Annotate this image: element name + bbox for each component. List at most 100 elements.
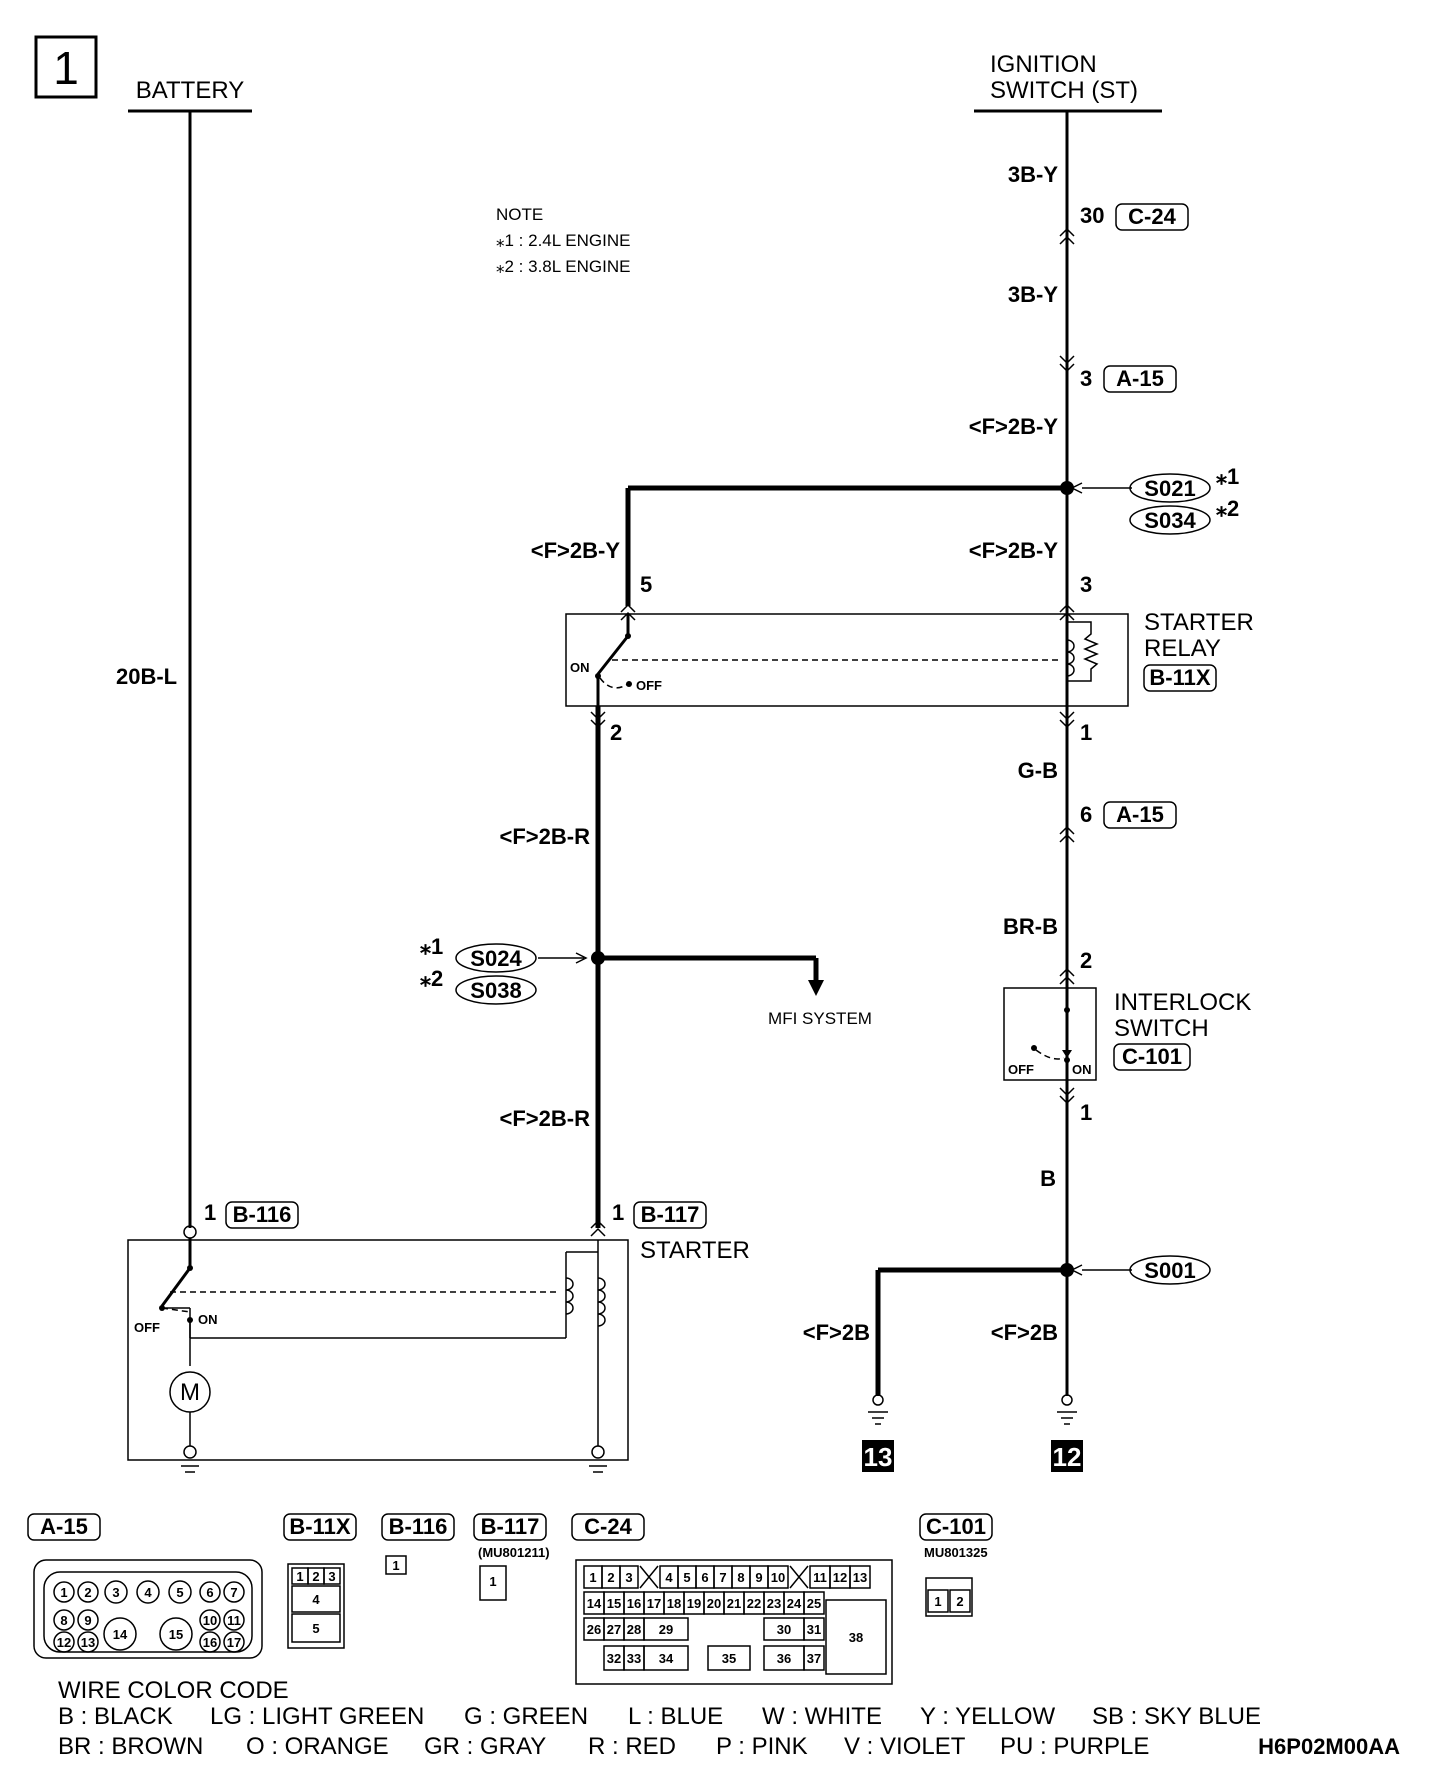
wire-label-relay-left: <F>2B-Y (531, 538, 621, 563)
c24-ref: C-24 (1128, 204, 1176, 229)
view-b11x-pin-4: 4 (312, 1592, 320, 1607)
starter-conn-b117 (590, 1219, 606, 1237)
note-line-2: ⁎2 : 3.8L ENGINE (496, 257, 630, 276)
starter-box (127, 1239, 629, 1461)
ground-12-symbol (1057, 1411, 1077, 1425)
view-a15-pin-8-circle (53, 1609, 75, 1631)
view-c24-pin-23: 23 (767, 1596, 781, 1611)
connector-mark-c24 (1059, 227, 1075, 245)
page-number: 1 (53, 42, 79, 94)
ground-12-terminal (1061, 1394, 1073, 1406)
view-a15-pin-3: 3 (112, 1585, 119, 1600)
view-c24-pin-16: 16 (627, 1596, 641, 1611)
view-c24-pin-7: 7 (719, 1570, 726, 1585)
splice-s021-dot (1060, 481, 1074, 495)
view-c24-pin-18: 18 (667, 1596, 681, 1611)
b117-pin: 1 (612, 1200, 624, 1225)
relay-on-label: ON (570, 660, 590, 675)
interlock-off-contact (1031, 1045, 1037, 1051)
relay-ref: B-11X (1149, 665, 1210, 690)
view-b116-pin-box (385, 1555, 407, 1575)
view-c24-pin-34-box (643, 1645, 689, 1671)
view-a15-pin-4: 4 (144, 1585, 152, 1600)
c24-pin: 30 (1080, 203, 1104, 228)
interlock-conn-1 (1059, 1087, 1075, 1105)
view-b117-ref-box (473, 1513, 547, 1541)
legend-item: P : PINK (716, 1733, 808, 1760)
splice-s021-mark: ⁎1 (1216, 464, 1239, 489)
splice-s001 (1129, 1255, 1211, 1285)
legend-item: Y : YELLOW (920, 1703, 1056, 1730)
view-a15-pin-2: 2 (84, 1585, 91, 1600)
view-c24-pin-36: 36 (777, 1651, 791, 1666)
wire-label-relay-out-1: <F>2B-R (500, 824, 591, 849)
interlock-pin-1: 1 (1080, 1100, 1092, 1125)
relay-coil (1066, 639, 1075, 677)
view-c24-pin-30: 30 (777, 1622, 791, 1637)
view-c24-pin-8: 8 (737, 1570, 744, 1585)
legend-item: BR : BROWN (58, 1733, 203, 1760)
ground-12-number: 12 (1053, 1442, 1082, 1472)
view-c24-pin-21: 21 (727, 1596, 741, 1611)
view-b11x-pin-3: 3 (328, 1569, 335, 1584)
relay-conn-3 (1059, 603, 1075, 621)
view-a15-pin-4-circle (136, 1580, 160, 1604)
relay-off-label: OFF (636, 678, 662, 693)
splice-s021-label: S021 (1144, 476, 1195, 501)
view-c24-pin-13: 13 (853, 1570, 867, 1585)
view-c24-pin-14: 14 (587, 1596, 602, 1611)
view-a15-pin-8: 8 (60, 1613, 67, 1628)
interlock-label-2: SWITCH (1114, 1015, 1209, 1042)
legend-item: L : BLUE (628, 1703, 723, 1730)
view-c24-pin-26: 26 (587, 1622, 601, 1637)
connector-mark-a15-mid (1059, 825, 1075, 843)
relay-label-2: RELAY (1144, 635, 1221, 662)
view-b11x-pin-4-box (291, 1585, 341, 1613)
view-a15-pin-13: 13 (81, 1635, 95, 1650)
view-a15-pin-5: 5 (176, 1585, 183, 1600)
view-c24-pin-29: 29 (659, 1622, 673, 1637)
b117-ref: B-117 (641, 1202, 700, 1227)
view-c24-blank-1 (639, 1565, 659, 1589)
view-b116-pin: 1 (392, 1558, 399, 1573)
wire-label-relay-right: <F>2B-Y (969, 538, 1059, 563)
view-a15-pin-14: 14 (113, 1627, 128, 1642)
a15-top-pin: 3 (1080, 366, 1092, 391)
ignition-label-2: SWITCH (ST) (990, 77, 1138, 104)
view-c24-pin-24: 24 (787, 1596, 802, 1611)
view-c24-pin-17: 17 (647, 1596, 661, 1611)
view-c24-pin-12: 12 (833, 1570, 847, 1585)
relay-off-contact (626, 681, 632, 687)
view-c24-pin-27: 27 (607, 1622, 621, 1637)
view-a15-pin-1-circle (53, 1581, 75, 1603)
view-c24-pin-10-box (767, 1565, 789, 1589)
interlock-conn-2 (1059, 967, 1075, 985)
splice-s024-label: S024 (470, 946, 522, 971)
arrow-head (1070, 482, 1083, 494)
splice-s038 (455, 975, 537, 1005)
view-c24-pin-37: 37 (807, 1651, 821, 1666)
view-a15-pin-7-circle (223, 1581, 245, 1603)
view-c24-pin-35-box (707, 1645, 751, 1671)
view-c24-pin-3-box (619, 1565, 639, 1589)
mfi-label: MFI SYSTEM (768, 1009, 872, 1028)
view-c24-pin-28: 28 (627, 1622, 641, 1637)
view-a15-pin-5-circle (168, 1580, 192, 1604)
view-a15-pin-16: 16 (203, 1635, 217, 1650)
note-title: NOTE (496, 205, 543, 224)
legend-item: SB : SKY BLUE (1092, 1703, 1261, 1730)
view-a15-pin-15: 15 (169, 1627, 183, 1642)
view-b11x-pin-2: 2 (312, 1569, 319, 1584)
view-a15-pin-6-circle (199, 1581, 221, 1603)
view-c24-pin-3: 3 (625, 1570, 632, 1585)
wire-label-gb: G-B (1018, 758, 1058, 783)
battery-label: BATTERY (136, 77, 244, 104)
view-c101-pin-2-box (949, 1589, 971, 1613)
relay-conn-1 (1059, 711, 1075, 729)
view-c24-pin-20: 20 (707, 1596, 721, 1611)
ground-symbol-left (181, 1465, 199, 1473)
interlock-ref: C-101 (1122, 1044, 1182, 1069)
view-b117-part: (MU801211) (478, 1545, 550, 1560)
